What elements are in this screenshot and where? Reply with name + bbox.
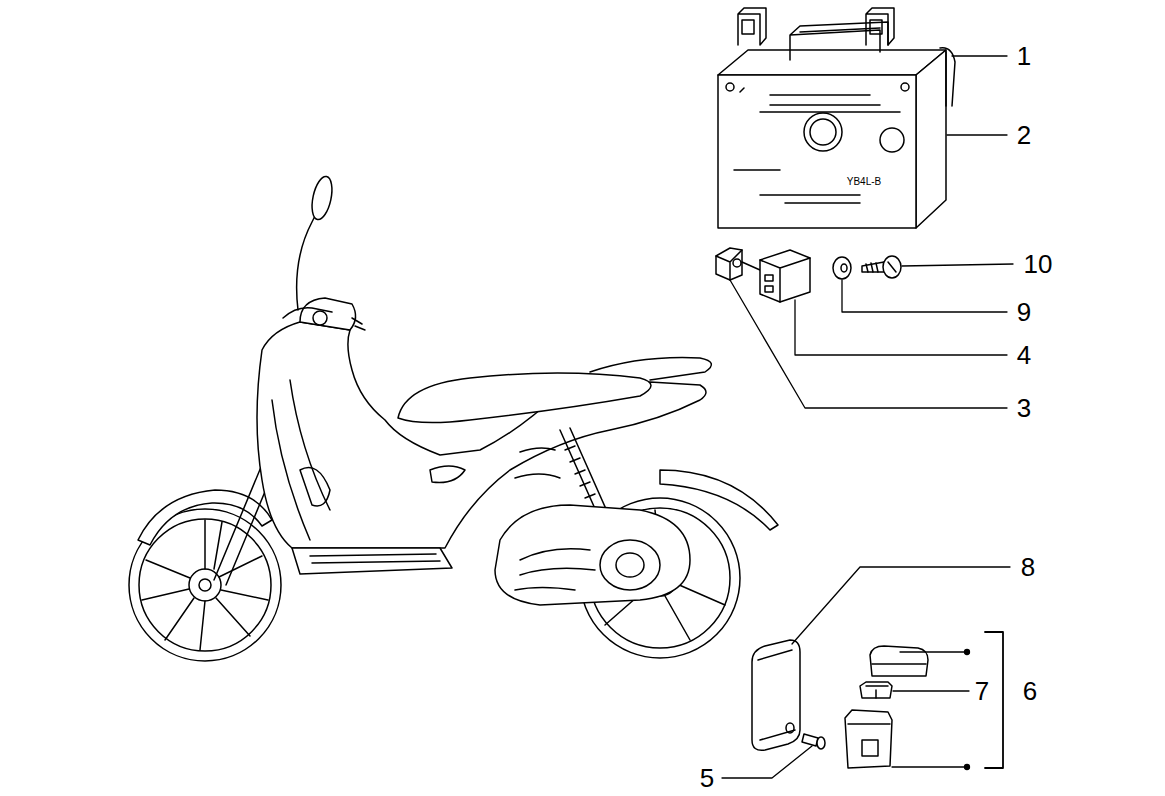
callout-number: 10 — [1024, 251, 1053, 277]
leader-lines — [722, 56, 1013, 778]
callout-number: 1 — [1017, 43, 1031, 69]
callout-number: 4 — [1017, 342, 1031, 368]
battery-drawing — [718, 8, 955, 228]
callout-number: 5 — [700, 765, 714, 791]
callout-number: 2 — [1017, 122, 1031, 148]
callout-number: 8 — [1021, 554, 1035, 580]
fuse-parts — [752, 640, 928, 768]
relay-parts — [716, 248, 901, 302]
battery-marking: YB4L-B — [847, 177, 881, 187]
callout-number: 3 — [1017, 395, 1031, 421]
callout-number: 7 — [975, 678, 989, 704]
callout-number: 6 — [1023, 678, 1037, 704]
scooter-drawing — [129, 175, 778, 661]
callout-number: 9 — [1017, 299, 1031, 325]
